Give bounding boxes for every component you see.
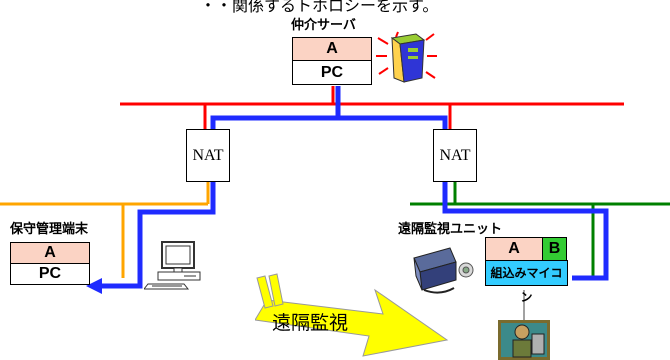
nat-left: NAT xyxy=(186,129,230,182)
terminal-app-cell: A xyxy=(10,242,90,264)
terminal-pc-cell: PC xyxy=(10,263,90,285)
server-app-cell: A xyxy=(292,37,372,61)
engineer-figure-icon xyxy=(498,320,550,360)
remote-unit-label: 遠隔監視ユニット xyxy=(398,222,503,237)
unit-microcontroller-cell: 組込みマイコン xyxy=(485,260,568,304)
server-pc-cell: PC xyxy=(292,60,372,85)
maintenance-terminal-label: 保守管理端末 xyxy=(10,222,89,237)
nat-right: NAT xyxy=(433,129,477,182)
remote-monitoring-arrow xyxy=(255,273,449,357)
blue-arrowhead xyxy=(86,278,102,294)
maintenance-terminal-box: A PC xyxy=(10,242,90,285)
blue-path-left xyxy=(100,115,338,289)
mediation-server-box: A PC xyxy=(292,37,372,85)
remote-unit-box: A B 組込みマイコン xyxy=(485,237,568,304)
remote-monitoring-label: 遠隔監視 xyxy=(272,312,349,334)
mediation-server-label: 仲介サーバ xyxy=(291,18,356,33)
unit-app-a-cell: A xyxy=(485,237,543,261)
server-tower-icon xyxy=(376,31,437,83)
desktop-computer-icon xyxy=(144,241,201,290)
unit-app-b-cell: B xyxy=(542,237,567,261)
cut-off-top-text: ・・関係するトホロシーを示す。 xyxy=(200,0,439,15)
monitoring-device-icon xyxy=(413,247,474,294)
